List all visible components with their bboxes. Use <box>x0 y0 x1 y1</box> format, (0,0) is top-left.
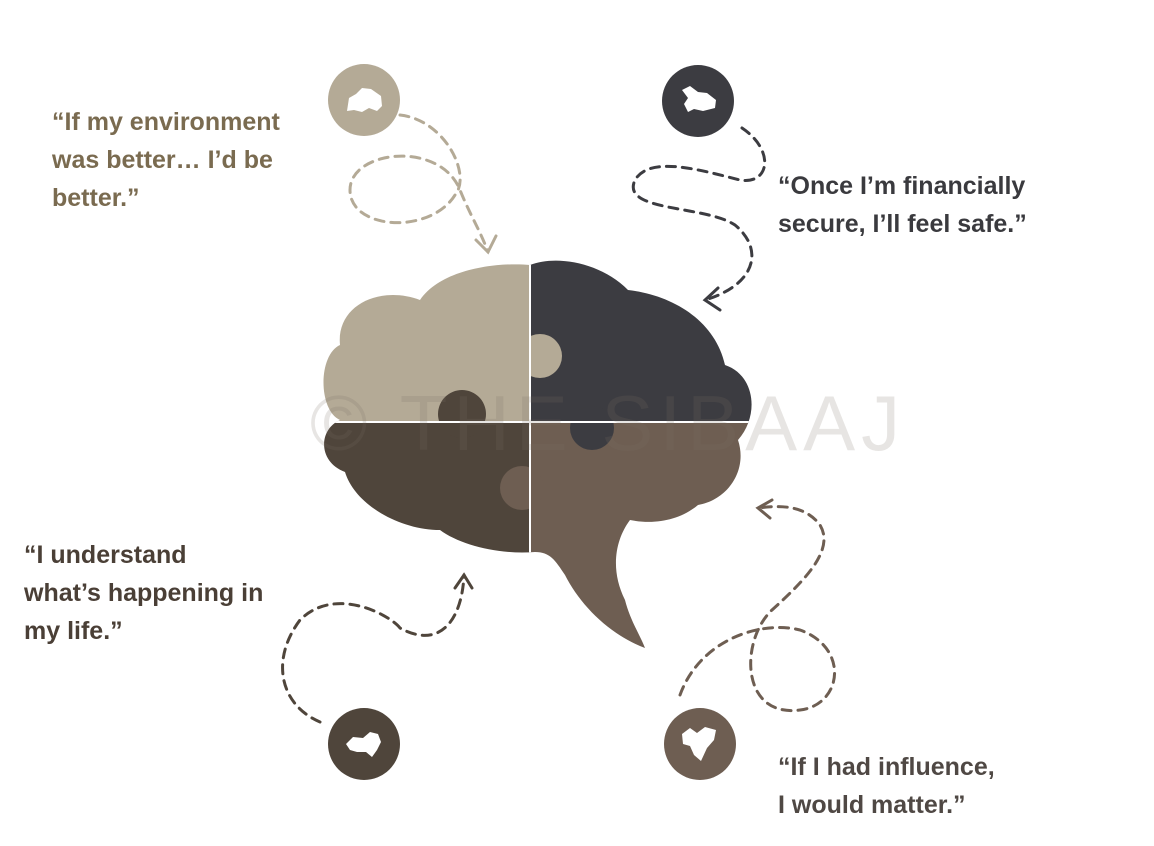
quote-line: “Once I’m financially <box>778 172 1026 200</box>
connector-understand <box>281 572 474 724</box>
quote-line: what’s happening in <box>24 579 264 607</box>
icon-environment <box>328 64 400 136</box>
puzzle-tab-bottom-right <box>570 406 614 450</box>
connector-financial <box>631 126 767 312</box>
map-region-icon <box>346 732 381 757</box>
quote-line: my life.” <box>24 617 123 645</box>
quote-line: “I understand <box>24 541 187 569</box>
quote-line: better.” <box>52 184 140 212</box>
icon-financial <box>662 65 734 137</box>
quote-line: “If I had influence, <box>778 753 995 781</box>
map-region-icon <box>682 86 716 112</box>
puzzle-tab-bottom-left <box>438 390 486 438</box>
map-region-icon <box>347 88 382 112</box>
connector-influence <box>678 498 837 712</box>
quote-line: I would matter.” <box>778 791 966 819</box>
map-region-icon <box>682 727 716 761</box>
puzzle-tab-middle <box>500 466 544 510</box>
quote-influence: “If I had influence, I would matter.” <box>778 748 995 824</box>
icon-understand <box>328 708 400 780</box>
quote-environment: “If my environment was better… I’d be be… <box>52 103 280 217</box>
watermark: © THE SIBAAJ <box>310 379 907 467</box>
icon-influence <box>664 708 736 780</box>
quote-line: “If my environment <box>52 108 280 136</box>
quote-understand: “I understand what’s happening in my lif… <box>24 536 263 650</box>
puzzle-tab-top-right <box>518 334 562 378</box>
quote-line: secure, I’ll feel safe.” <box>778 210 1027 238</box>
connector-environment <box>348 113 498 255</box>
quote-line: was better… I’d be <box>52 146 273 174</box>
quote-financial: “Once I’m financially secure, I’ll feel … <box>778 167 1027 243</box>
